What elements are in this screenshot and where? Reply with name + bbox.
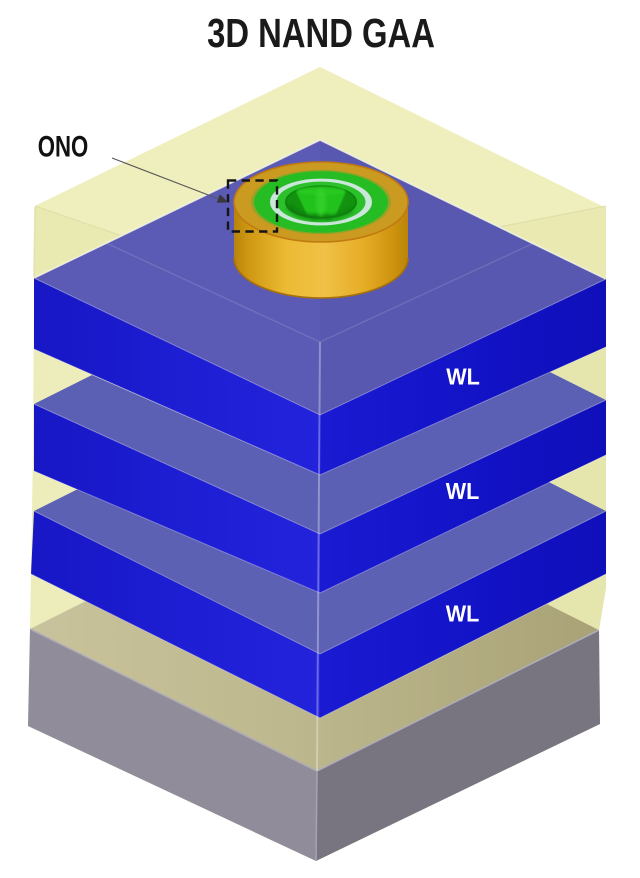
svg-text:ONO: ONO xyxy=(38,129,89,163)
svg-text:WL: WL xyxy=(446,478,480,504)
svg-text:WL: WL xyxy=(446,601,480,627)
svg-text:WL: WL xyxy=(446,364,480,390)
